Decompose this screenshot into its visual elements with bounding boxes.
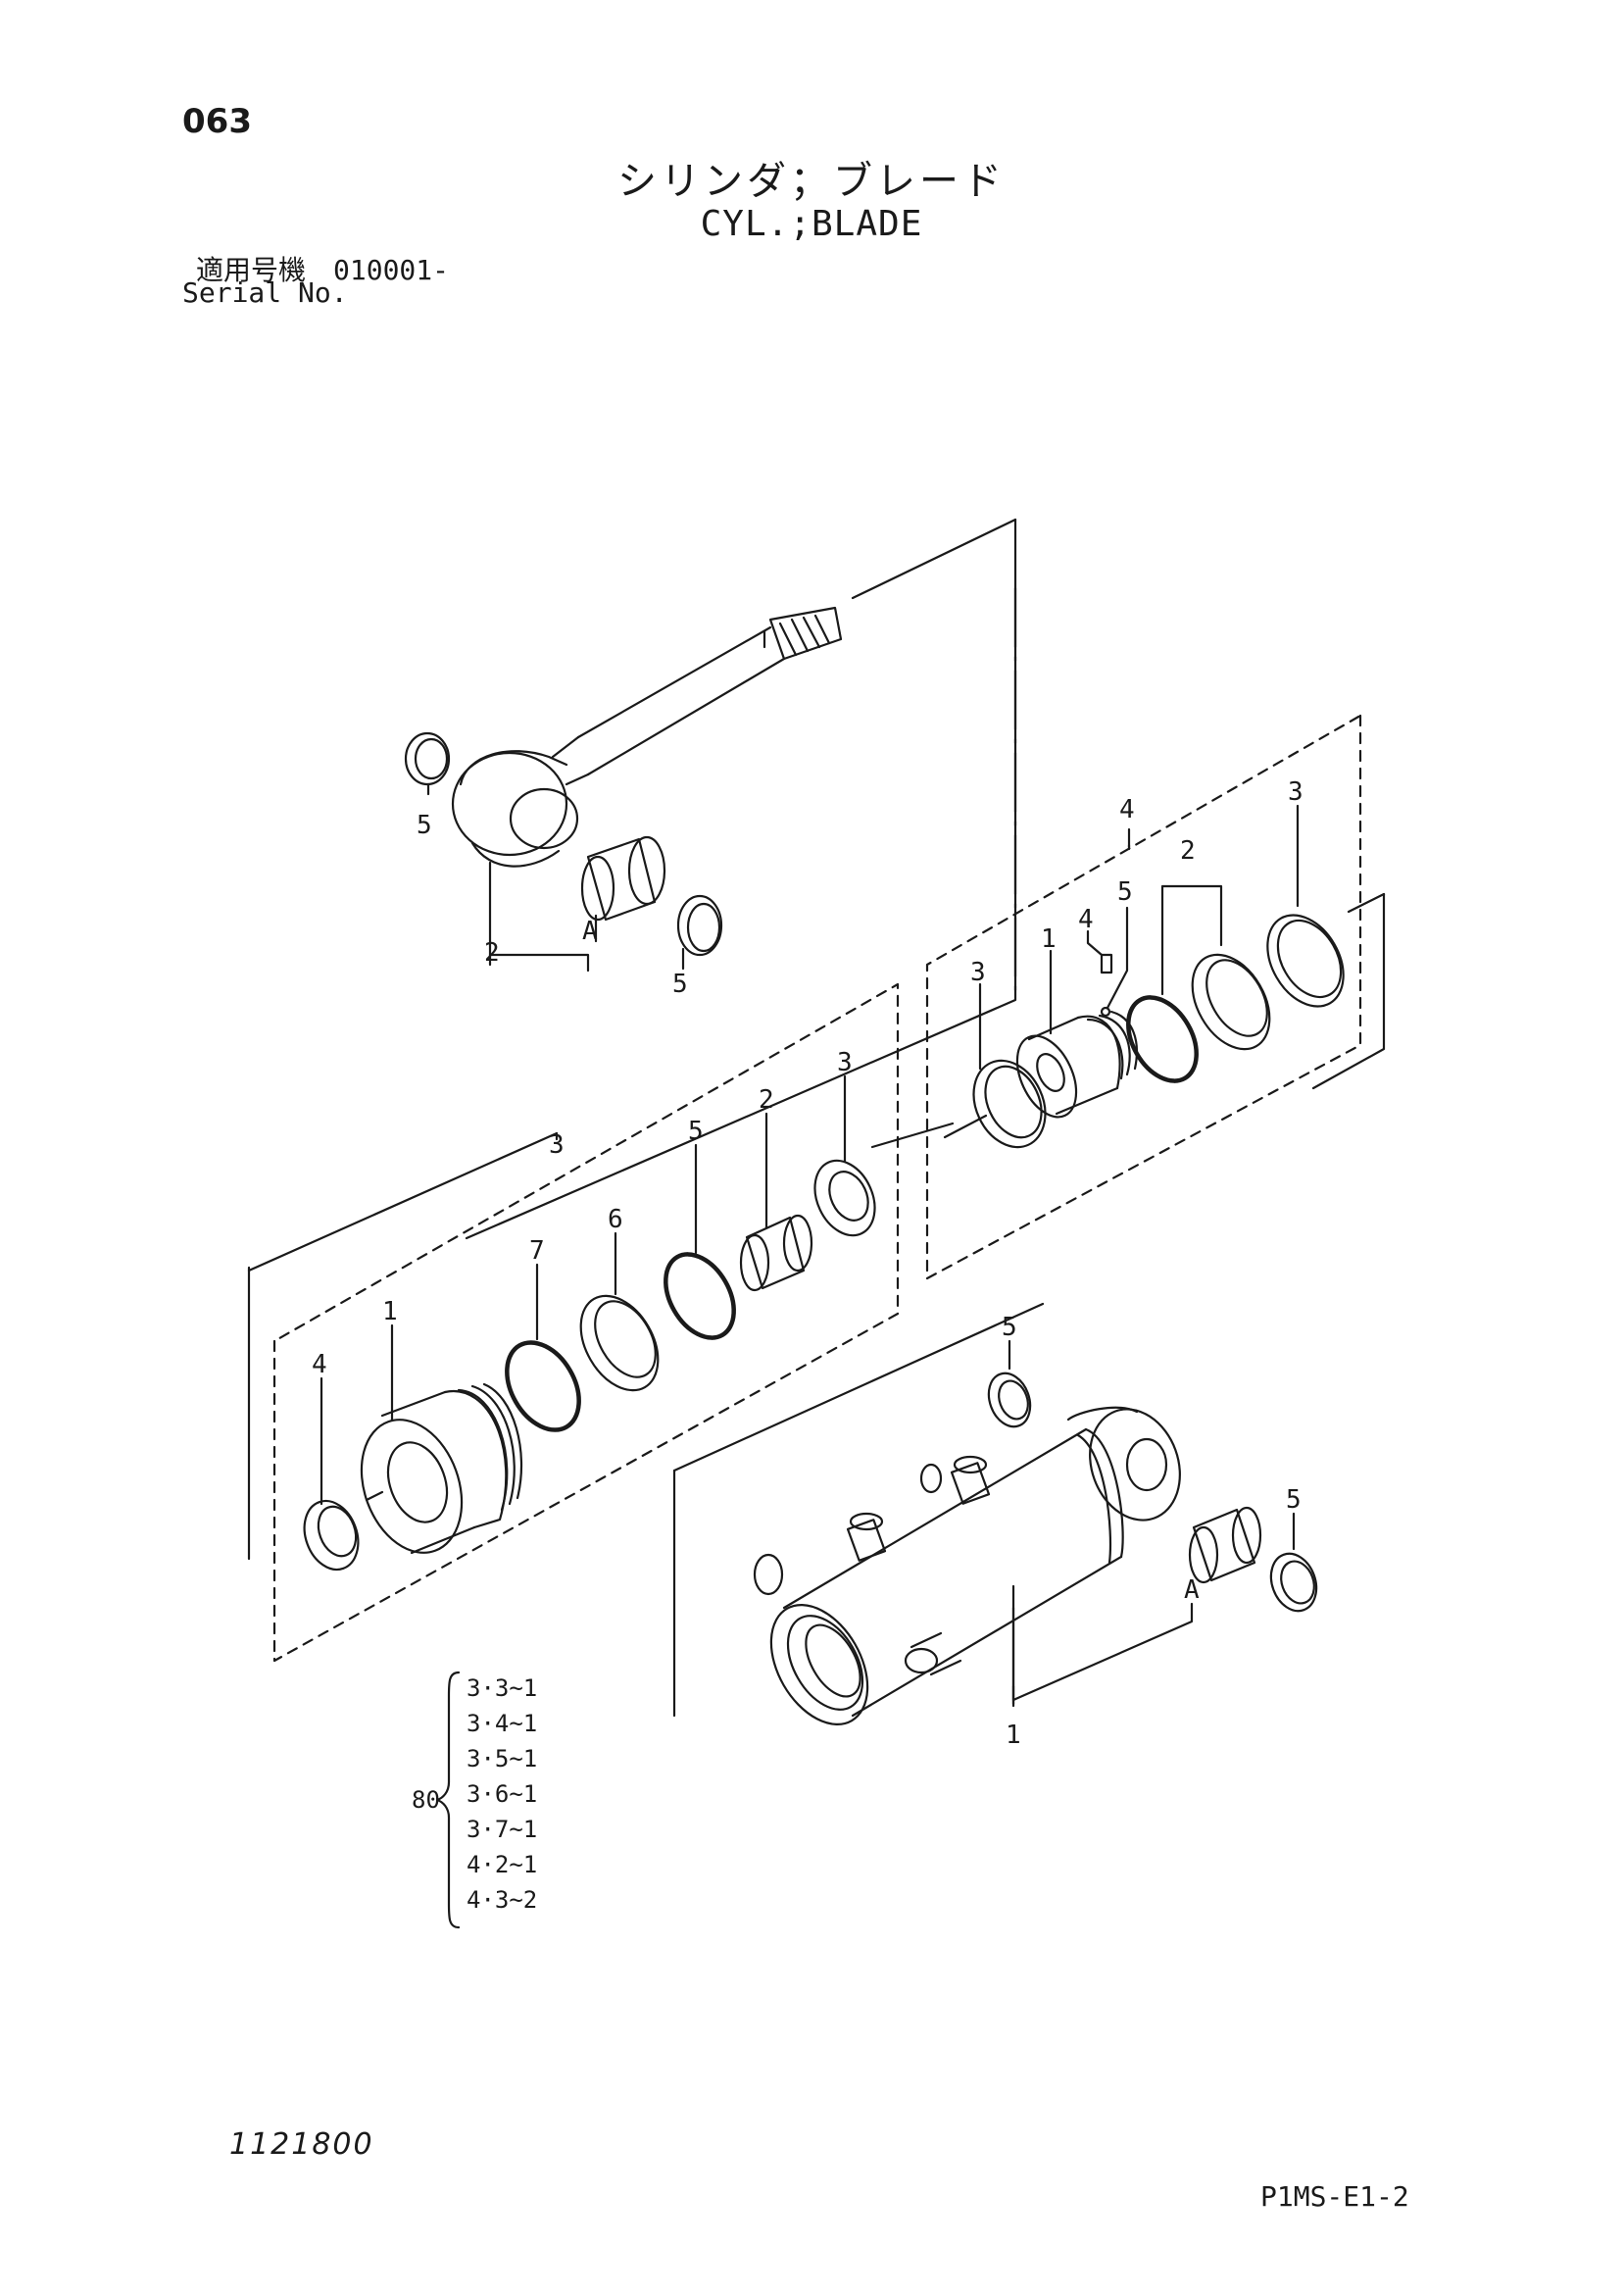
callout-piston-kit: 4	[1119, 795, 1135, 824]
callout-head-oring-small: 5	[688, 1117, 704, 1146]
rod-assembly	[247, 518, 1017, 1561]
kit-item: 4·2~1	[467, 1851, 537, 1878]
title-english: CYL.;BLADE	[700, 204, 923, 244]
callout-rod-bushing: A	[582, 917, 598, 946]
callout-head-body: 1	[382, 1297, 398, 1326]
callout-tube-seal-right: 5	[1286, 1485, 1302, 1515]
callout-rod-seal-right: 5	[672, 970, 688, 999]
serial-label-japanese: 適用号機 010001-	[196, 254, 450, 286]
callout-piston-body: 1	[1041, 924, 1057, 954]
callout-piston-pin-ball: 5	[1117, 877, 1133, 907]
kit-item: 3·4~1	[467, 1710, 537, 1737]
callout-head-backup: 6	[608, 1205, 623, 1234]
kit-item: 3·6~1	[467, 1780, 537, 1808]
kit-item: 3·7~1	[467, 1816, 537, 1843]
serial-label-english: Serial No.	[182, 276, 348, 309]
callout-tube-bushing: A	[1184, 1575, 1200, 1605]
kit-item: 3·3~1	[467, 1674, 537, 1702]
callout-piston-seal-pair: 2	[1180, 836, 1196, 866]
callout-head-oring: 7	[529, 1236, 545, 1266]
cylinder-tube-assembly	[672, 1302, 1318, 1725]
head-kit	[247, 982, 900, 1663]
callout-piston-ring-outer: 3	[970, 958, 986, 987]
callout-head-bushing: 2	[759, 1085, 774, 1115]
callout-tube-seal-top: 5	[1002, 1313, 1017, 1342]
title-japanese: シリンダ；ブレード	[617, 159, 1006, 204]
kit-brace	[435, 1671, 461, 1929]
kit-number: 80	[412, 1786, 440, 1814]
page-number: 063	[182, 102, 252, 141]
kit-item: 3·5~1	[467, 1745, 537, 1772]
callout-head-kit: 3	[549, 1130, 565, 1160]
callout-head-wiper: 4	[312, 1350, 327, 1379]
sheet-code: P1MS-E1-2	[1260, 2180, 1409, 2213]
kit-item: 4·3~2	[467, 1886, 537, 1914]
callout-rod-seal-left: 5	[417, 811, 432, 840]
callout-rod-group: 2	[484, 938, 500, 968]
piston-kit	[870, 714, 1386, 1280]
callout-head-rod-seal: 3	[837, 1048, 853, 1077]
callout-piston-pin: 4	[1078, 905, 1094, 934]
callout-tube-body: 1	[1006, 1721, 1021, 1750]
callout-piston-wear-ring: 3	[1288, 777, 1303, 807]
drawing-number: 1121800	[229, 2127, 374, 2162]
